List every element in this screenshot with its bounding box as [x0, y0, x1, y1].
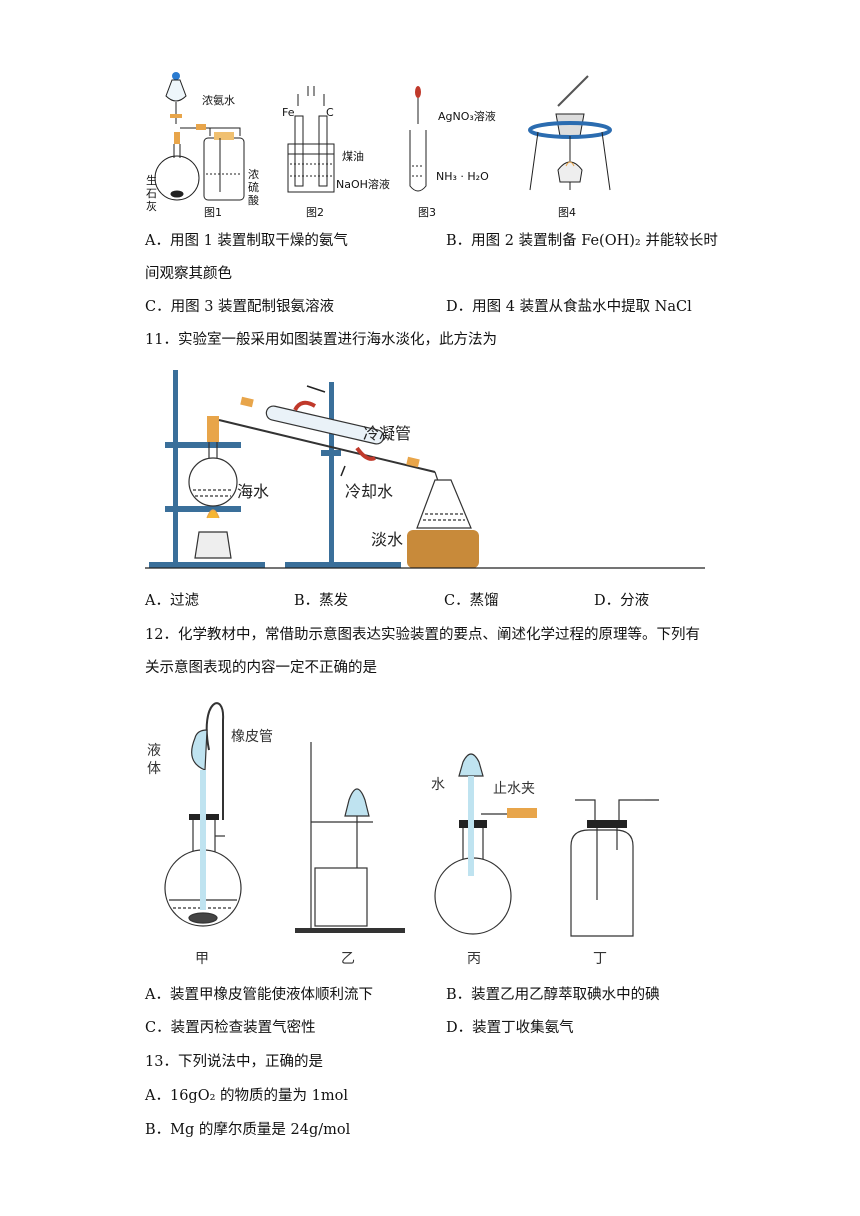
- q12-stem-line1: 12．化学教材中，常借助示意图表达实验装置的要点、阐述化学过程的原理等。下列有: [145, 627, 700, 643]
- q11-stem: 11．实验室一般采用如图装置进行海水淡化，此方法为: [145, 332, 497, 348]
- q13-option-a: A．16gO₂ 的物质的量为 1mol: [145, 1088, 348, 1104]
- fig4-apparatus: [528, 75, 612, 191]
- label-liquid: 液 体: [147, 742, 161, 778]
- label-apparatus-jia: 甲: [195, 951, 209, 967]
- q10-option-a: A．用图 1 装置制取干燥的氨气: [145, 233, 348, 249]
- label-rubber-tube: 橡皮管: [231, 729, 273, 745]
- q12-option-a: A．装置甲橡皮管能使液体顺利流下: [145, 987, 373, 1003]
- q11-distillation-figure: 海水 冷凝管 冷却水 淡水: [145, 362, 705, 578]
- caption-fig1: 图1: [204, 206, 222, 219]
- fig1-quicklime-char: 生: [146, 174, 157, 187]
- apparatus-drawings: [154, 72, 612, 201]
- fig1-quicklime-char: 石: [146, 187, 157, 200]
- fig2-label-fe: Fe: [282, 106, 295, 119]
- label-apparatus-ding: 丁: [593, 951, 607, 967]
- distillation-apparatus-drawing: [145, 370, 705, 569]
- q10-option-b-continued: 间观察其颜色: [145, 266, 232, 282]
- label-cooling-water: 冷却水: [345, 482, 394, 501]
- q11-option-d: D．分液: [594, 593, 650, 609]
- q12-option-d: D．装置丁收集氨气: [446, 1020, 574, 1036]
- fig1-sulfuric-char: 酸: [248, 194, 259, 207]
- fig3-label-agno3: AgNO₃溶液: [438, 110, 496, 123]
- label-seawater: 海水: [237, 482, 270, 501]
- caption-fig2: 图2: [306, 206, 324, 219]
- fig1-apparatus: [154, 72, 245, 201]
- q12-option-c: C．装置丙检查装置气密性: [145, 1020, 316, 1036]
- q12-option-b: B．装置乙用乙醇萃取碘水中的碘: [446, 987, 660, 1003]
- fig2-label-naoh: NaOH溶液: [336, 178, 390, 191]
- fig1-label-quicklime: 生 石 灰: [146, 174, 157, 213]
- fig1-quicklime-char: 灰: [146, 200, 157, 213]
- label-water: 水: [431, 777, 445, 793]
- figure-row-apparatus-1-4: 浓氨水 生 石 灰 浓 硫 酸 Fe C 煤油 NaOH溶液 AgNO₃溶液 N…: [140, 66, 620, 226]
- q11-option-c: C．蒸馏: [444, 593, 499, 609]
- fig1-sulfuric-char: 浓: [248, 168, 259, 181]
- fig1-label-conc-sulfuric: 浓 硫 酸: [248, 168, 259, 207]
- q10-option-c: C．用图 3 装置配制银氨溶液: [145, 299, 335, 315]
- fig2-label-c: C: [326, 106, 334, 119]
- label-water-clamp: 止水夹: [493, 781, 535, 797]
- label-liquid-char: 体: [147, 761, 161, 777]
- fig1-sulfuric-char: 硫: [248, 181, 259, 194]
- fig1-label-conc-ammonia: 浓氨水: [202, 94, 235, 107]
- q10-option-b: B．用图 2 装置制备 Fe(OH)₂ 并能较长时: [446, 233, 718, 249]
- q11-option-b: B．蒸发: [294, 593, 349, 609]
- q12-apparatus-drawing: [164, 702, 659, 937]
- caption-fig4: 图4: [558, 206, 576, 219]
- label-condenser: 冷凝管: [363, 424, 412, 443]
- q12-apparatus-figure: 液 体 橡皮管 水 止水夹 甲 乙 丙 丁: [145, 690, 675, 970]
- caption-fig3: 图3: [418, 206, 436, 219]
- fig2-apparatus: [287, 86, 335, 193]
- fig3-apparatus: [409, 86, 427, 192]
- label-liquid-char: 液: [147, 743, 161, 759]
- label-fresh-water: 淡水: [371, 530, 404, 549]
- q12-stem-line2: 关示意图表现的内容一定不正确的是: [145, 660, 377, 676]
- q13-stem: 13．下列说法中，正确的是: [145, 1054, 323, 1070]
- label-apparatus-yi: 乙: [341, 951, 355, 967]
- q10-option-d: D．用图 4 装置从食盐水中提取 NaCl: [446, 299, 692, 315]
- q13-option-b: B．Mg 的摩尔质量是 24g/mol: [145, 1122, 351, 1138]
- q11-option-a: A．过滤: [145, 593, 199, 609]
- fig2-label-kerosene: 煤油: [342, 150, 364, 163]
- fig3-label-nh3-h2o: NH₃ · H₂O: [436, 170, 489, 183]
- label-apparatus-bing: 丙: [467, 951, 481, 967]
